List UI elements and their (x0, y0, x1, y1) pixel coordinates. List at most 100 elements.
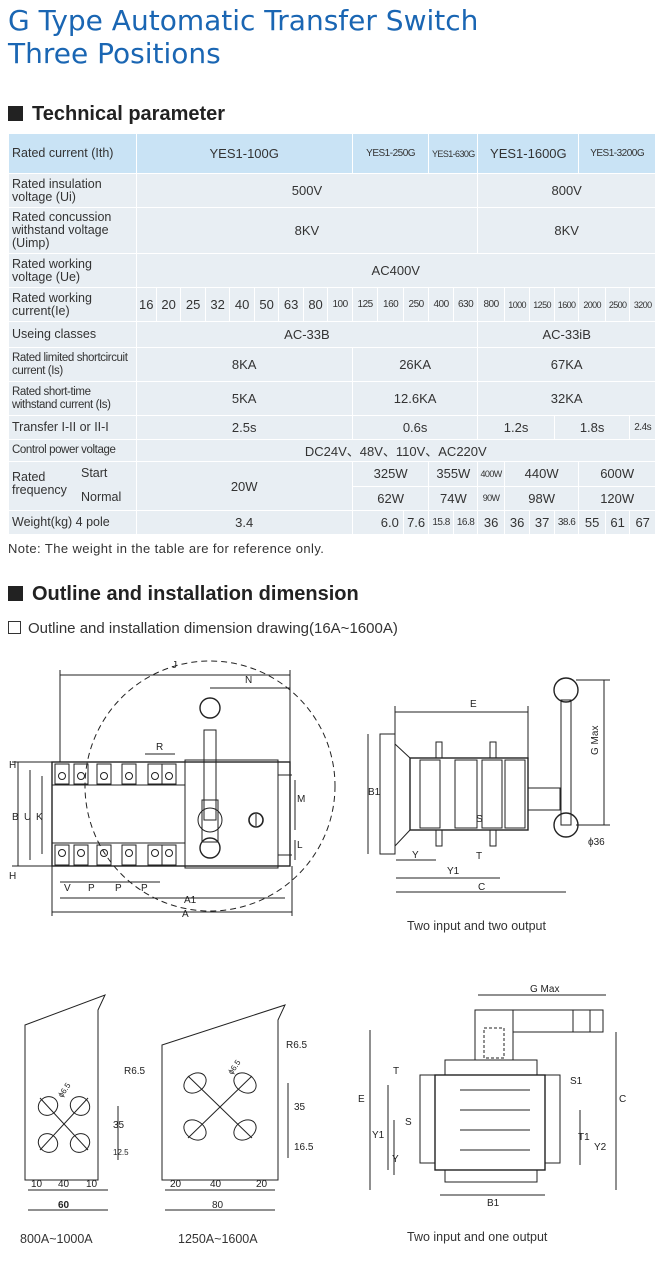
dim-H-top: H (9, 760, 16, 771)
cell: 800V (477, 173, 656, 208)
cell: 74W (428, 485, 479, 511)
current-value-cell: 1600 (553, 287, 580, 322)
dim-B: B (12, 812, 19, 823)
cell: 2.4s (629, 415, 656, 440)
current-value-cell: 250 (402, 287, 430, 322)
dim-A1: A1 (184, 895, 197, 906)
dim-P1: P (88, 883, 95, 894)
row-label: Rated concussion withstand voltage (Uimp… (8, 207, 137, 254)
panel800-R: R6.5 (124, 1066, 146, 1077)
weight-value-cell: 61 (604, 510, 631, 535)
dim-J: J (172, 660, 177, 671)
frequency-label-cell: Rated frequency Start Normal (8, 461, 137, 511)
dim-T: T (476, 851, 482, 862)
current-value-cell: 100 (327, 287, 353, 322)
cell: 1.8s (553, 415, 631, 440)
dim-P2: P (115, 883, 122, 894)
dim-M: M (297, 794, 305, 805)
cell: 62W (351, 485, 430, 511)
title-line-2: Three Positions (8, 37, 221, 70)
d5-S: S (405, 1117, 412, 1128)
d5-G-max: G Max (530, 984, 559, 995)
dim-phi36: ϕ36 (588, 837, 605, 848)
current-value-cell: 2000 (578, 287, 606, 322)
drawing-panel-800 (24, 994, 119, 1211)
current-value-cell: 630 (452, 287, 479, 322)
row-label: Rated insulation voltage (Ui) (8, 173, 137, 208)
weight-value-cell: 3.4 (135, 510, 353, 535)
dim-Y: Y (412, 850, 419, 861)
current-value-cell: 3200 (629, 287, 656, 322)
current-value-cell: 25 (180, 287, 206, 322)
panel800-phi: ϕ6.5 (56, 1081, 73, 1099)
cell: 26KA (351, 347, 479, 382)
model-3200g: YES1-3200G (578, 133, 656, 174)
model-630g: YES1-630G (428, 133, 479, 174)
panel1250-R: R6.5 (286, 1040, 308, 1051)
weight-value-cell: 7.6 (402, 510, 430, 535)
panel1250-35: 35 (294, 1102, 306, 1113)
cell: 2.5s (135, 415, 353, 440)
current-value-cell: 20 (155, 287, 182, 322)
panel1250-40: 40 (210, 1179, 222, 1190)
cell: AC400V (135, 253, 657, 288)
row-label: Useing classes (8, 321, 137, 348)
model-1600g: YES1-1600G (477, 133, 580, 174)
dim-K: K (36, 812, 43, 823)
section-heading-technical: Technical parameter (8, 103, 225, 126)
cell: 355W (428, 461, 479, 487)
weight-value-cell: 16.8 (452, 510, 479, 535)
row-label: Rated working voltage (Ue) (8, 253, 137, 288)
cell: 120W (578, 485, 656, 511)
cell: 20W (135, 461, 353, 511)
current-value-cell: 32 (204, 287, 231, 322)
cell: 12.6KA (351, 381, 479, 416)
d5-C: C (619, 1094, 626, 1105)
weight-value-cell: 36 (477, 510, 505, 535)
header-label: Rated current (Ith) (8, 133, 137, 174)
dim-Y1: Y1 (447, 866, 460, 877)
current-value-cell: 80 (302, 287, 329, 322)
panel1250-20a: 20 (170, 1179, 182, 1190)
current-value-cell: 50 (253, 287, 280, 322)
dim-N: N (245, 675, 252, 686)
dim-C: C (478, 882, 485, 893)
cell: 5KA (135, 381, 353, 416)
cell: 325W (351, 461, 430, 487)
panel800-60: 60 (58, 1200, 70, 1211)
cell: 32KA (477, 381, 656, 416)
cell: 98W (503, 485, 580, 511)
square-bullet-icon (8, 106, 23, 121)
drawing-two-input-one-output (369, 994, 617, 1196)
drawing-front-view (12, 660, 336, 916)
d5-T1: T1 (578, 1132, 590, 1143)
cell: DC24V、48V、110V、AC220V (135, 439, 657, 462)
caption-1250a: 1250A~1600A (178, 1232, 258, 1246)
current-value-cell: 16 (135, 287, 157, 322)
terminal-group (54, 763, 177, 866)
d5-S1: S1 (570, 1076, 583, 1087)
weight-value-cell: 6.0 (351, 510, 404, 535)
caption-two-input-two-output: Two input and two output (407, 919, 546, 933)
start-label: Start (81, 466, 108, 480)
current-value-cell: 400 (428, 287, 454, 322)
panel1250-16.5: 16.5 (294, 1142, 314, 1153)
rotation-circle (84, 660, 336, 912)
cell: 400W (477, 461, 505, 487)
dim-B1: B1 (368, 787, 381, 798)
title-line-1: G Type Automatic Transfer Switch (8, 4, 479, 37)
row-label: Rated frequency (12, 470, 67, 497)
current-value-cell: 1000 (503, 287, 531, 322)
dimension-drawings: J N R H B U K H M L V P P P A1 A E B1 S … (9, 660, 626, 1211)
panel800-40: 40 (58, 1179, 70, 1190)
row-label: Control power voltage (8, 439, 137, 462)
panel800-10b: 10 (86, 1179, 98, 1190)
dim-P3: P (141, 883, 148, 894)
caption-two-input-one-output: Two input and one output (407, 1230, 548, 1244)
dim-U: U (24, 812, 31, 823)
cell: 67KA (477, 347, 656, 382)
panel800-35: 35 (113, 1120, 125, 1131)
row-label: Rated short-time withstand current (Is) (8, 381, 137, 416)
current-value-cell: 2500 (604, 287, 631, 322)
weight-value-cell: 67 (629, 510, 656, 535)
